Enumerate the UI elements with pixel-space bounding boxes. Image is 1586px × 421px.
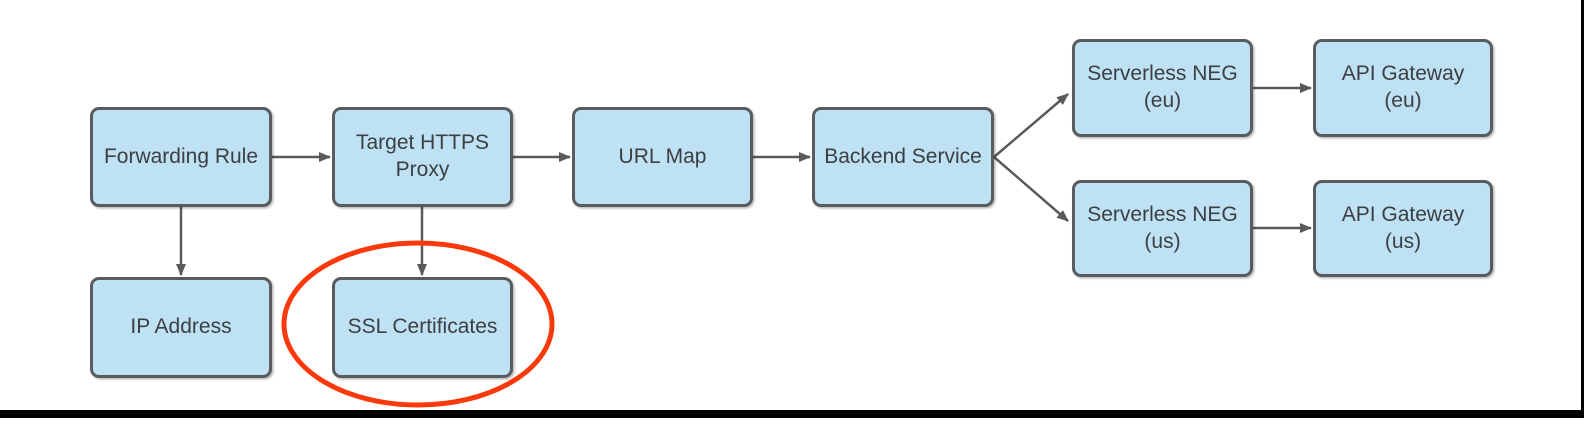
node-label: Serverless NEG — [1087, 62, 1238, 86]
node-serverless-neg-us: Serverless NEG (us) — [1072, 180, 1253, 277]
connector-backend-service-to-serverless-neg-eu — [993, 93, 1069, 158]
node-ip-address: IP Address — [90, 277, 272, 378]
node-label: IP Address — [130, 315, 232, 339]
node-serverless-neg-eu: Serverless NEG (eu) — [1072, 39, 1253, 137]
node-label: (eu) — [1143, 89, 1182, 112]
node-label: Target HTTPS — [355, 131, 490, 155]
node-api-gateway-us: API Gateway (us) — [1313, 180, 1493, 277]
node-forwarding-rule: Forwarding Rule — [90, 107, 272, 207]
node-label: Forwarding Rule — [103, 144, 259, 168]
node-label: Proxy — [395, 158, 450, 181]
screenshot-right-edge — [1581, 0, 1584, 418]
node-target-https-proxy: Target HTTPS Proxy — [332, 107, 513, 207]
node-ssl-certificates: SSL Certificates — [332, 277, 513, 378]
node-label: Backend Service — [824, 144, 982, 168]
node-label: (us) — [1384, 229, 1422, 253]
connector-backend-service-to-serverless-neg-us — [993, 156, 1069, 222]
node-label: (eu) — [1384, 89, 1422, 112]
node-label: Serverless NEG — [1087, 202, 1238, 226]
node-label: (us) — [1144, 229, 1181, 253]
node-label: API Gateway — [1341, 202, 1465, 226]
node-label: URL Map — [618, 144, 707, 168]
node-label: API Gateway — [1341, 62, 1465, 86]
node-url-map: URL Map — [572, 107, 753, 207]
node-backend-service: Backend Service — [812, 107, 994, 207]
node-label: SSL Certificates — [347, 315, 498, 339]
node-api-gateway-eu: API Gateway (eu) — [1313, 39, 1493, 137]
screenshot-bottom-edge — [0, 410, 1584, 418]
